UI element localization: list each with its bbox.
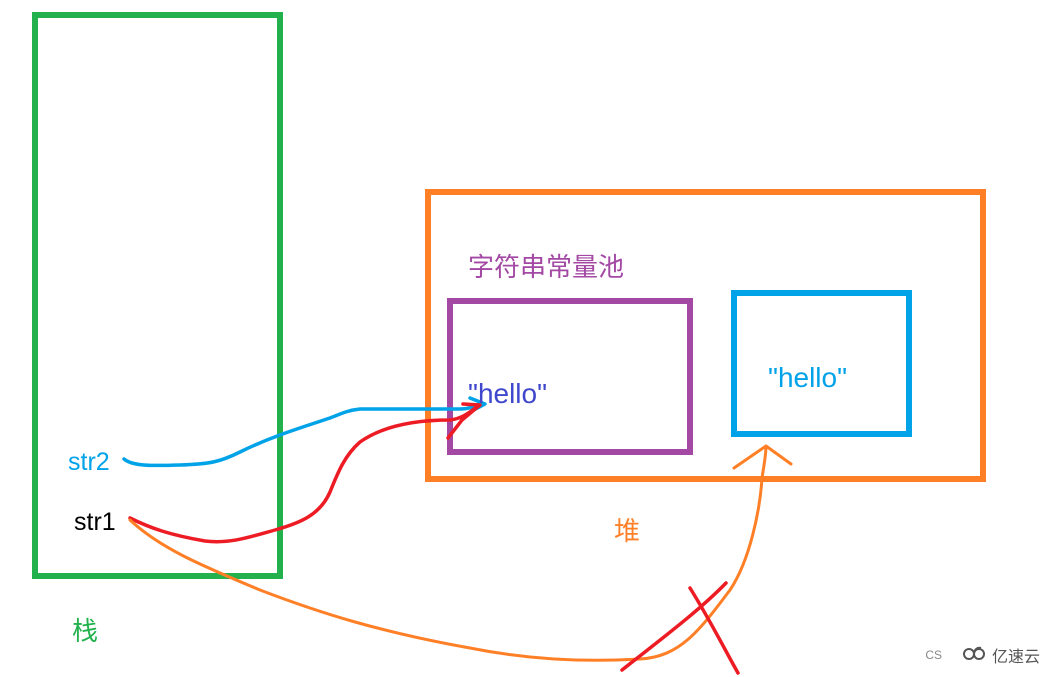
watermark-prefix: CS xyxy=(925,648,942,662)
heap-object-box xyxy=(731,290,912,437)
stack-label: 栈 xyxy=(72,616,99,646)
stack-box xyxy=(32,12,283,579)
pool-hello-string: "hello" xyxy=(468,378,548,409)
str1-crossed-arrow xyxy=(128,444,793,662)
heap-box xyxy=(425,189,986,482)
string-pool-label: 字符串常量池 xyxy=(468,252,625,282)
str2-variable-label: str2 xyxy=(68,448,110,476)
watermark-text: 亿速云 xyxy=(991,649,1040,666)
str1-variable-label: str1 xyxy=(74,508,116,536)
cross-mark xyxy=(620,581,740,675)
watermark: CS 亿速云 xyxy=(925,643,1040,667)
cloud-logo-icon xyxy=(962,645,988,666)
string-pool-box xyxy=(447,298,693,455)
heap-hello-string: "hello" xyxy=(768,362,848,393)
heap-label: 堆 xyxy=(614,516,641,546)
str1-reference-arrow xyxy=(128,402,482,544)
